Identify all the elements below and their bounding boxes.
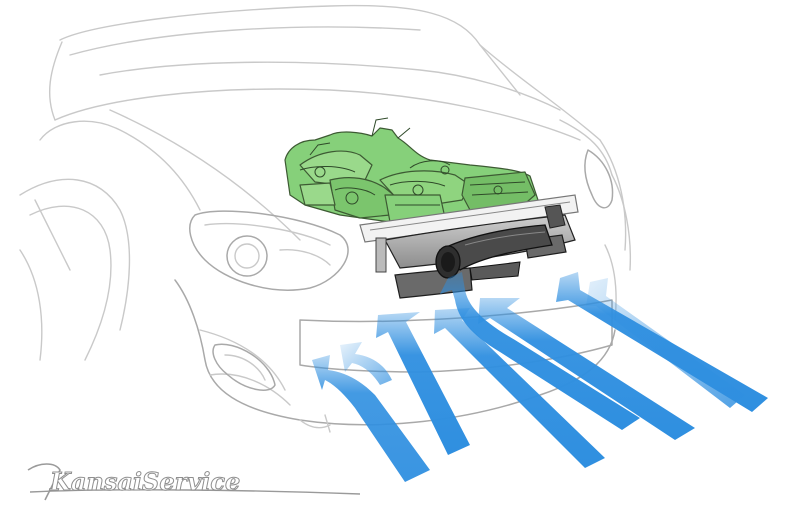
airflow-arrow xyxy=(312,355,430,482)
airflow-arrow xyxy=(440,272,640,430)
airflow-arrow xyxy=(376,312,470,455)
airflow-arrow xyxy=(586,278,745,408)
air-intake-duct xyxy=(435,224,553,281)
kansai-service-logo: KansaiService xyxy=(27,463,361,501)
engine-bay xyxy=(284,117,539,223)
airflow-arrows xyxy=(312,272,768,482)
airflow-arrow xyxy=(434,308,605,468)
airflow-arrow xyxy=(340,342,392,385)
airflow-arrow xyxy=(478,298,695,440)
logo-text: KansaiService xyxy=(49,467,240,496)
